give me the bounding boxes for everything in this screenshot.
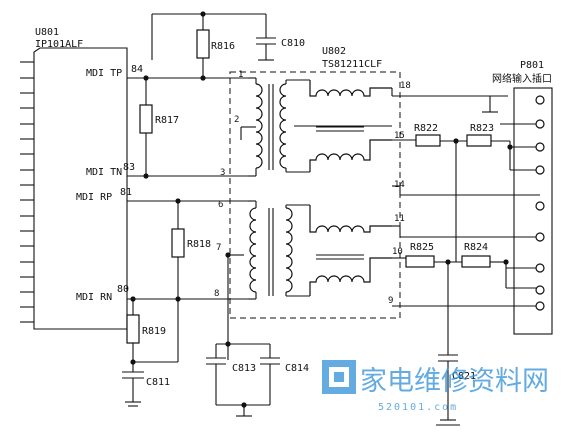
r824-resistor: [461, 255, 491, 268]
right-network: R822 R823 R825 R824 C82: [391, 88, 540, 426]
r817-network: R817: [139, 75, 179, 179]
watermark: 家电维修资料网 520101.com: [322, 360, 549, 413]
c813-c814-network: C813 C814: [206, 255, 309, 417]
jack-pin-4: [535, 165, 545, 175]
r824-label: R824: [464, 242, 488, 253]
p801-jack: P801 网络输入插口: [492, 60, 553, 335]
r818-resistor: [171, 228, 185, 258]
u802-pin-18: 18: [400, 81, 411, 91]
r817-resistor: [139, 104, 153, 134]
u802-ref: U802: [322, 46, 346, 57]
c814-label: C814: [285, 363, 309, 374]
r818-network: R818: [171, 198, 211, 302]
c810-label: C810: [281, 38, 305, 49]
jack-pin-8: [535, 285, 545, 295]
u802-part: TS81211CLF: [322, 59, 382, 70]
u802-pin-10: 10: [392, 247, 403, 257]
c813-label: C813: [232, 363, 256, 374]
r819-resistor: [126, 314, 140, 344]
jack-pin-9: [535, 301, 545, 311]
jack-pin-7: [535, 263, 545, 273]
c811-label: C811: [146, 377, 170, 388]
r818-label: R818: [187, 239, 211, 250]
u801-pin-name-rn: MDI RN: [76, 292, 112, 303]
u802-transformer: U802 TS81211CLF 1 2 3 6 7 8 18 15 14 11 …: [214, 46, 411, 319]
jack-pin-2: [535, 119, 545, 129]
u802-pin-6: 6: [218, 200, 223, 210]
r819-c811-network: R819 C811: [122, 296, 179, 407]
u802-pin-9: 9: [388, 296, 393, 306]
jack-pin-6: [535, 232, 545, 242]
p801-ref: P801: [520, 60, 544, 71]
u802-pin-14: 14: [394, 180, 405, 190]
p801-title: 网络输入插口: [492, 72, 552, 85]
watermark-cn: 家电维修资料网: [360, 366, 549, 397]
r825-resistor: [405, 255, 435, 268]
u802-pin-8: 8: [214, 289, 219, 299]
u802-pin-1: 1: [238, 70, 243, 80]
r816-c810-network: R816 C810: [151, 11, 305, 81]
u801-pin-num-81: 81: [120, 187, 132, 198]
r816-label: R816: [211, 41, 235, 52]
u802-pin-7: 7: [216, 243, 221, 253]
r817-label: R817: [155, 115, 179, 126]
u801-part: IP101ALF: [35, 39, 83, 50]
jack-pin-5: [535, 201, 545, 211]
r825-label: R825: [410, 242, 434, 253]
c821-label: C821: [452, 371, 476, 382]
u801-pin-name-tn: MDI TN: [86, 167, 122, 178]
r823-resistor: [466, 134, 492, 147]
jack-pin-3: [535, 142, 545, 152]
r816-resistor: [196, 29, 210, 59]
u801-pin-name-rp: MDI RP: [76, 192, 112, 203]
r822-label: R822: [414, 123, 438, 134]
u801-pin-name-tp: MDI TP: [86, 68, 122, 79]
u801-ref: U801: [35, 27, 59, 38]
r822-resistor: [415, 134, 441, 147]
u802-pin-3: 3: [220, 168, 225, 178]
u801-pin-num-80: 80: [117, 284, 129, 295]
watermark-url: 520101.com: [378, 402, 458, 413]
u802-pin-2: 2: [234, 115, 239, 125]
u801-pin-num-84: 84: [131, 64, 143, 75]
jack-pin-1: [535, 95, 545, 105]
u802-pin-15: 15: [394, 131, 405, 141]
u801-pin-num-83: 83: [123, 162, 135, 173]
r819-label: R819: [142, 326, 166, 337]
u802-pin-11: 11: [394, 214, 405, 224]
u801-left-pins: [20, 61, 34, 323]
u801-chip: U801 IP101ALF MDI TP MDI TN MDI RP: [20, 27, 143, 330]
r823-label: R823: [470, 123, 494, 134]
